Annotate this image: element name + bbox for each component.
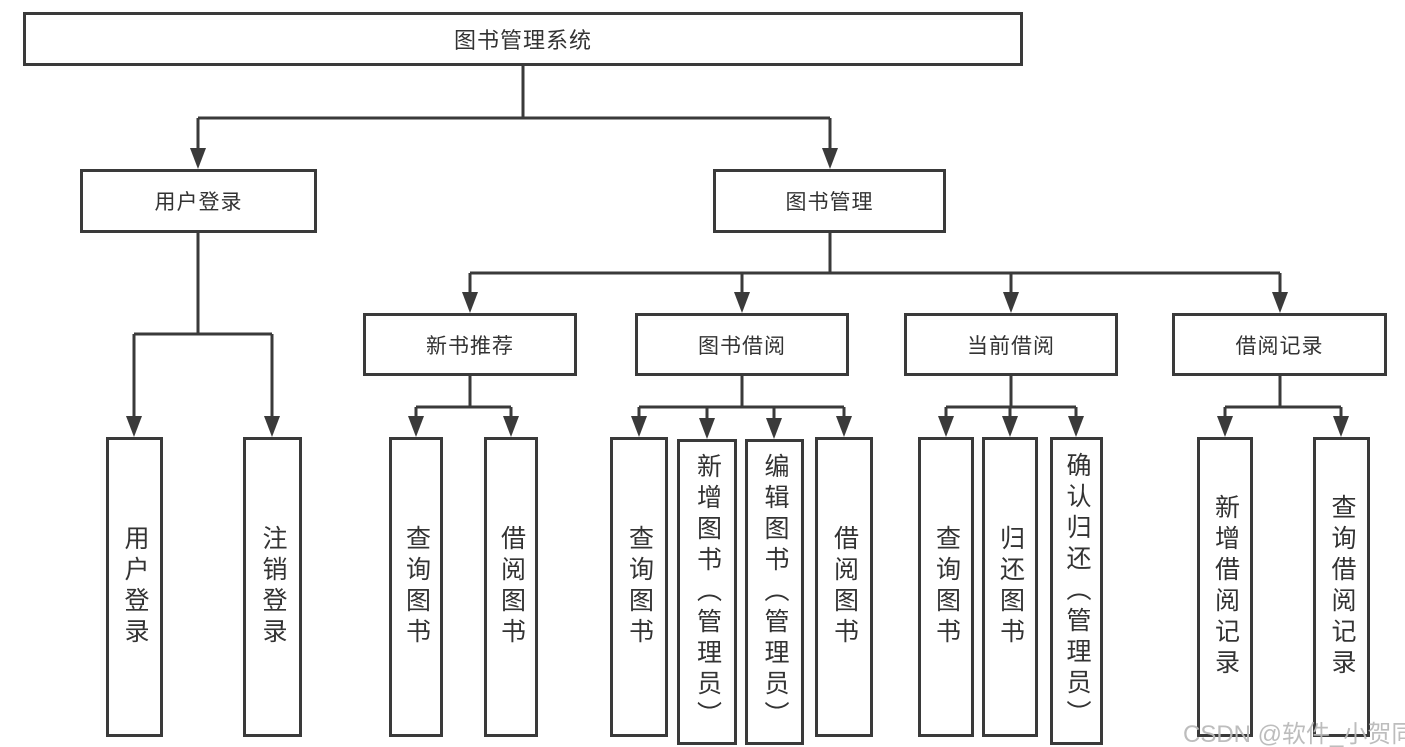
leaf-borrow-books-recommend: 借阅图书	[484, 437, 538, 737]
csdn-watermark: CSDN @软件_小贺同学	[1183, 721, 1405, 747]
leaf-logout: 注销登录	[243, 437, 302, 737]
leaf-borrow-books-borrowing: 借阅图书	[815, 437, 873, 737]
leaf-query-borrow-record: 查询借阅记录	[1313, 437, 1370, 737]
node-borrowing-records: 借阅记录	[1172, 313, 1387, 376]
node-root-library-system: 图书管理系统	[23, 12, 1023, 66]
leaf-add-borrow-record: 新增借阅记录	[1197, 437, 1253, 737]
leaf-confirm-return-admin: 确认归还（管理员）	[1050, 437, 1103, 745]
leaf-return-books: 归还图书	[982, 437, 1038, 737]
node-user-login: 用户登录	[80, 169, 317, 233]
node-book-borrowing: 图书借阅	[635, 313, 849, 376]
node-book-management: 图书管理	[713, 169, 946, 233]
node-new-book-recommend: 新书推荐	[363, 313, 577, 376]
leaf-user-login: 用户登录	[106, 437, 163, 737]
leaf-query-books-recommend: 查询图书	[389, 437, 443, 737]
leaf-query-books-borrowing: 查询图书	[610, 437, 668, 737]
leaf-query-books-current: 查询图书	[918, 437, 974, 737]
node-current-borrowing: 当前借阅	[904, 313, 1118, 376]
leaf-edit-books-admin: 编辑图书（管理员）	[745, 439, 804, 745]
leaf-add-books-admin: 新增图书（管理员）	[677, 439, 737, 745]
